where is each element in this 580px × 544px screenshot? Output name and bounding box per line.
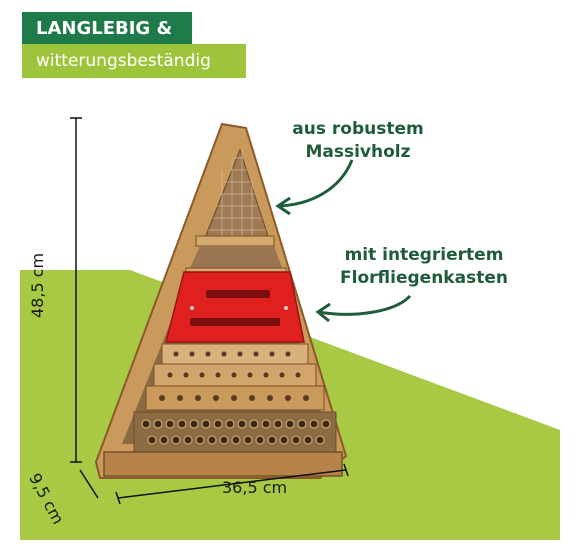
screw-left	[190, 306, 194, 310]
arrow-to-box-head	[315, 302, 331, 323]
width-dimension-line	[115, 463, 349, 505]
callout-solid-wood: aus robustem Massivholz	[278, 118, 438, 164]
callout-lacewing-box-line1: mit integriertem	[344, 245, 504, 265]
lacewing-slot-1	[206, 290, 270, 298]
bamboo-section	[133, 411, 337, 453]
mesh-lines	[208, 150, 266, 236]
arrow-to-box	[317, 294, 412, 316]
callout-solid-wood-line1: aus robustem	[292, 119, 424, 139]
lacewing-box	[165, 271, 305, 343]
depth-dimension-line	[79, 469, 99, 499]
height-label: 48,5 cm	[28, 252, 47, 318]
callout-lacewing-box: mit integriertem Florfliegenkasten	[328, 244, 520, 290]
divider-plank-1	[195, 235, 275, 247]
screw-right	[284, 306, 288, 310]
width-label: 36,5 cm	[222, 478, 288, 497]
cone-section	[190, 246, 282, 268]
callout-lacewing-box-line2: Florfliegenkasten	[340, 268, 508, 288]
arrow-to-wood-head	[275, 196, 291, 216]
height-dimension-line	[70, 117, 82, 463]
callout-solid-wood-line2: Massivholz	[305, 142, 411, 162]
drill-holes	[167, 351, 301, 378]
drill-holes-lower	[159, 395, 309, 401]
base-plank	[103, 451, 343, 477]
subheadline-badge: witterungsbeständig	[22, 44, 246, 78]
headline-badge: LANGLEBIG &	[22, 12, 192, 46]
lacewing-slot-2	[190, 318, 280, 326]
bamboo-tubes	[141, 419, 331, 445]
arrow-to-wood	[277, 159, 354, 208]
